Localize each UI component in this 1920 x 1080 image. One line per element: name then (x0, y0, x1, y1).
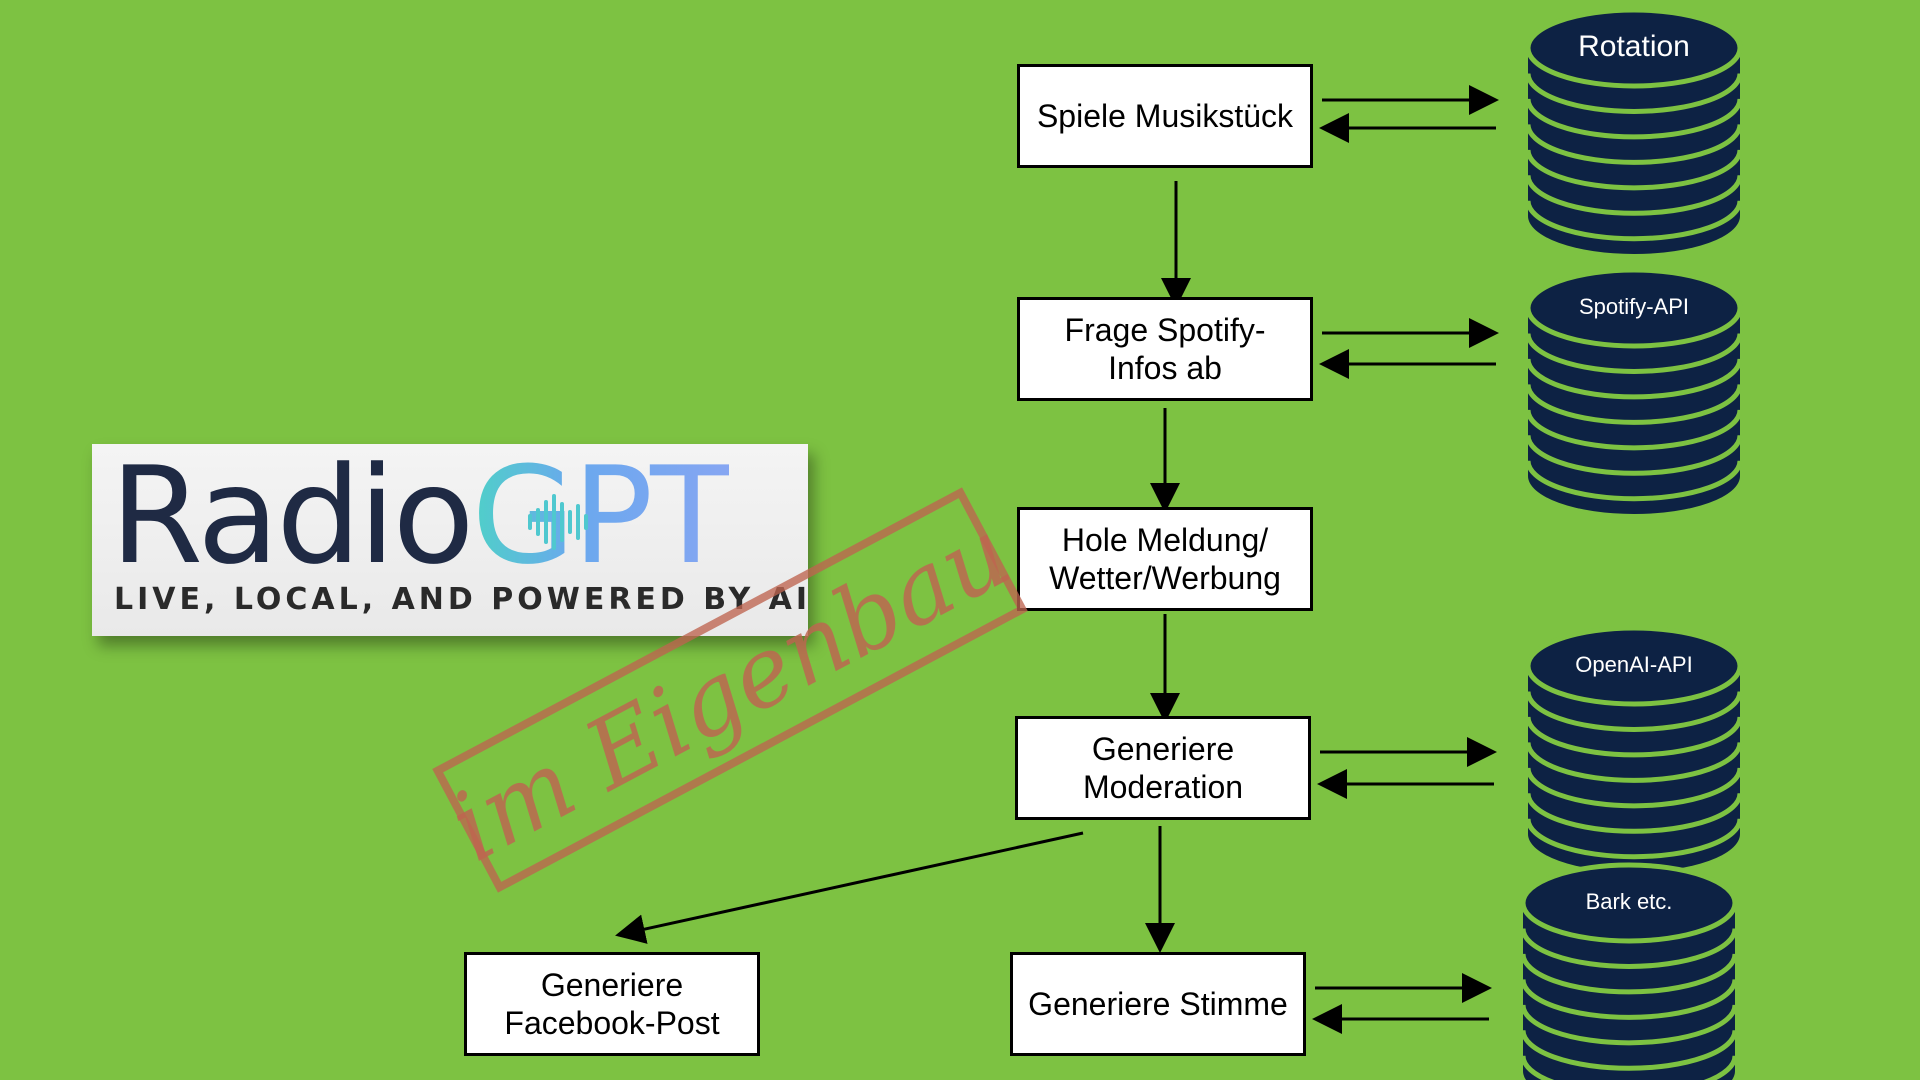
database-stripe (1520, 1030, 1738, 1071)
database-stripe (1525, 358, 1743, 400)
box-generate-moderation: Generiere Moderation (1015, 716, 1311, 820)
database-stripe (1525, 124, 1743, 165)
database-stripe (1525, 73, 1743, 114)
database-stripe (1525, 409, 1743, 451)
database-label-spotify-api: Spotify-API (1578, 294, 1690, 320)
database-cylinder-spotify-api (1525, 267, 1743, 514)
database-stripe (1520, 979, 1738, 1020)
database-stripe (1525, 818, 1743, 860)
box-generate-facebook-post: Generiere Facebook-Post (464, 952, 760, 1056)
logo-tagline: LIVE, LOCAL, AND POWERED BY AI (114, 582, 812, 617)
database-stripe (1520, 953, 1738, 995)
arrow-moderation-to-facebook (615, 831, 1084, 944)
radiogpt-logo: RadioGPT LIVE, LOCAL, AND POWERED BY AI (92, 444, 808, 636)
database-top (1525, 267, 1743, 349)
database-stripe (1525, 435, 1743, 476)
database-stripe (1520, 928, 1738, 969)
box-fetch-news-weather-ads: Hole Meldung/ Wetter/Werbung (1017, 507, 1313, 611)
logo-word-gpt: GPT (471, 438, 732, 594)
database-stripe (1525, 793, 1743, 834)
database-stripe (1525, 98, 1743, 140)
database-stripe (1525, 175, 1743, 216)
database-label-openai-api: OpenAI-API (1575, 652, 1693, 678)
database-cylinder-rotation (1525, 7, 1743, 254)
database-layer (1520, 7, 1743, 1080)
database-body (1528, 666, 1740, 872)
database-top (1520, 862, 1738, 944)
database-stripe (1525, 691, 1743, 732)
database-body (1528, 48, 1740, 254)
box-query-spotify: Frage Spotify- Infos ab (1017, 297, 1313, 401)
arrow-layer (615, 85, 1499, 1034)
logo-word-radio: Radio (110, 438, 475, 594)
database-stripe (1520, 1004, 1738, 1046)
box-play-track: Spiele Musikstück (1017, 64, 1313, 168)
database-stripe (1525, 149, 1743, 191)
database-cylinder-openai-api (1525, 625, 1743, 872)
database-stripe (1520, 1055, 1738, 1080)
logo-wordmark: RadioGPT (110, 446, 732, 586)
soundwave-icon (528, 494, 588, 550)
database-stripe (1525, 767, 1743, 809)
database-label-rotation: Rotation (1578, 30, 1690, 64)
database-cylinder-bark (1520, 862, 1738, 1080)
database-stripe (1525, 200, 1743, 242)
database-top (1525, 625, 1743, 707)
database-stripe (1525, 333, 1743, 374)
database-label-bark: Bark etc. (1585, 889, 1673, 915)
database-body (1528, 308, 1740, 514)
box-generate-voice: Generiere Stimme (1010, 952, 1306, 1056)
database-stripe (1525, 460, 1743, 502)
database-stripe (1525, 716, 1743, 758)
database-stripe (1525, 742, 1743, 783)
database-stripe (1525, 384, 1743, 425)
database-top (1525, 7, 1743, 89)
